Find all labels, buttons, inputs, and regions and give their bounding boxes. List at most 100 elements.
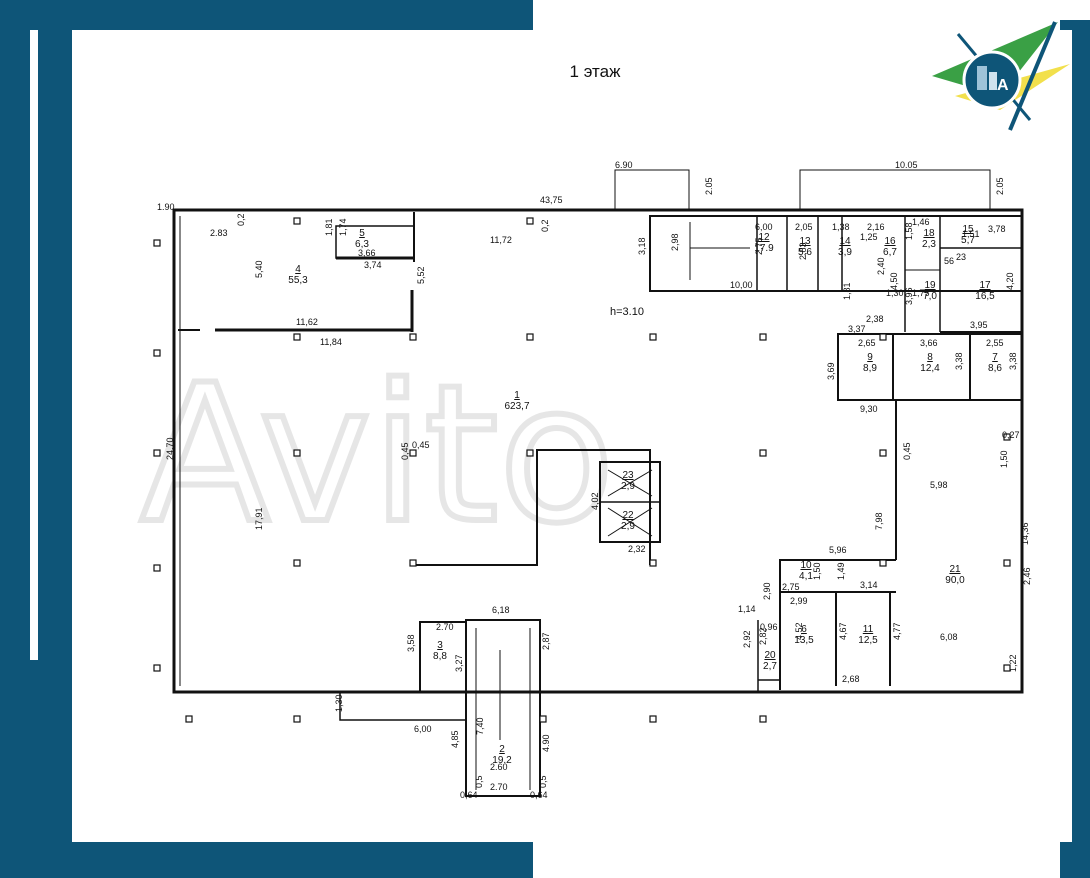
dimension-label: 3,18 — [637, 237, 647, 255]
dimension-label: 1,22 — [1008, 654, 1018, 672]
room-number: 4 — [295, 264, 301, 275]
dimension-label: 11,84 — [320, 337, 342, 347]
dimension-label: 4,52 — [794, 622, 804, 640]
room-label: 197,0 — [923, 280, 937, 302]
room-number: 10 — [800, 560, 812, 571]
dimension-label: 3,14 — [860, 580, 878, 590]
dimension-label: 4,50 — [889, 272, 899, 290]
dimension-label: 1,75 — [912, 288, 930, 298]
room-label: 232,9 — [621, 470, 635, 492]
dimension-label: 1.90 — [157, 202, 175, 212]
dimension-label: 1,38 — [832, 222, 850, 232]
room-number: 5 — [359, 228, 365, 239]
dimension-label: 2,46 — [1022, 567, 1032, 585]
watermark: Avito — [140, 344, 615, 565]
dimension-label: 4,67 — [838, 622, 848, 640]
room-number: 2 — [499, 744, 505, 755]
room-area: 55,3 — [288, 275, 308, 286]
dimension-label: 6,00 — [414, 724, 432, 734]
dimension-label: 0,64 — [460, 790, 478, 800]
room-number: 7 — [992, 352, 998, 363]
room-area: 17.9 — [754, 243, 774, 254]
dimension-label: 6.90 — [615, 160, 633, 170]
dimension-label: 2,05 — [795, 222, 813, 232]
dimension-label: 2,68 — [842, 674, 860, 684]
dimension-label: 2,65 — [858, 338, 876, 348]
dimension-label: 2,87 — [541, 632, 551, 650]
room-area: 12,4 — [920, 363, 940, 374]
dimension-label: 2,75 — [782, 582, 800, 592]
dimension-label: 1,50 — [812, 562, 822, 580]
dimension-label: 2,40 — [876, 257, 886, 275]
columns — [153, 217, 1011, 723]
room-area: 5,7 — [961, 235, 975, 246]
room-area: 8,9 — [863, 363, 877, 374]
dimension-label: 3,66 — [920, 338, 938, 348]
dimension-label: 10,00 — [730, 280, 753, 290]
room-area: 6,7 — [883, 247, 897, 258]
dimension-label: 0,5 — [474, 775, 484, 788]
dimension-label: 1,25 — [860, 232, 878, 242]
room-number: 3 — [437, 640, 443, 651]
room-label: 56,3 — [355, 228, 369, 250]
room-label: 78,6 — [988, 352, 1002, 374]
room-label: 613,5 — [794, 624, 814, 646]
room-number: 14 — [839, 236, 851, 247]
room-label: 155,7 — [961, 224, 975, 246]
dimension-label: 3,37 — [848, 324, 866, 334]
dimension-label: 43,75 — [540, 195, 563, 205]
dimension-label: 1,58 — [904, 222, 914, 240]
dimension-label: 0,64 — [530, 790, 548, 800]
dimension-label: 4,02 — [590, 492, 600, 510]
dimension-label: 2.70 — [436, 622, 454, 632]
dimension-label: 1,74 — [338, 218, 348, 236]
dimension-label: 2,92 — [742, 630, 752, 648]
dimension-label: 2,90 — [762, 582, 772, 600]
dimension-label: 4,77 — [892, 622, 902, 640]
room-number: 19 — [924, 280, 936, 291]
room-area: 13,5 — [794, 635, 814, 646]
frame-gap — [533, 0, 1090, 20]
dimension-label: 2.83 — [210, 228, 228, 238]
dimension-label: 6,00 — [755, 222, 773, 232]
room-area: 2,7 — [763, 661, 777, 672]
room-number: 18 — [923, 228, 935, 239]
room-area: 16,5 — [975, 291, 995, 302]
dimension-label: 2,32 — [628, 544, 646, 554]
dimension-label: 5,52 — [416, 266, 426, 284]
dimension-label: 2,55 — [986, 338, 1004, 348]
floor-title: 1 этаж — [569, 62, 621, 81]
svg-text:A: A — [997, 77, 1009, 94]
room-label: 222,9 — [621, 510, 635, 532]
room-number: 11 — [863, 624, 874, 635]
dimension-label: 6,08 — [940, 632, 958, 642]
room-number: 1 — [514, 390, 520, 401]
dimension-label: 3,96 — [904, 287, 914, 305]
dimension-label: 4,85 — [450, 730, 460, 748]
dimension-label: 11,62 — [296, 317, 318, 327]
room-number: 6 — [801, 624, 807, 635]
room-label: 166,7 — [883, 236, 897, 258]
room-number: 8 — [927, 352, 933, 363]
dimension-label: 7,40 — [475, 717, 485, 735]
dimension-label: 1,51 — [962, 229, 980, 239]
room-area: 90,0 — [945, 575, 965, 586]
dimension-label: 9,30 — [860, 404, 878, 414]
ceiling-height: h=3.10 — [610, 306, 644, 318]
dimension-label: 6,18 — [492, 605, 510, 615]
dimension-label: 2,83 — [798, 242, 808, 260]
plan-sheet — [72, 30, 1072, 842]
dimension-label: 24,70 — [165, 437, 175, 460]
room-number: 12 — [758, 232, 770, 243]
room-number: 21 — [949, 564, 961, 575]
dimension-label: 4.90 — [541, 734, 551, 752]
dimension-label: 2.05 — [704, 177, 714, 195]
dimension-label: 7,98 — [874, 512, 884, 530]
room-area: 623,7 — [504, 401, 529, 412]
dimension-label: 0,96 — [760, 622, 778, 632]
